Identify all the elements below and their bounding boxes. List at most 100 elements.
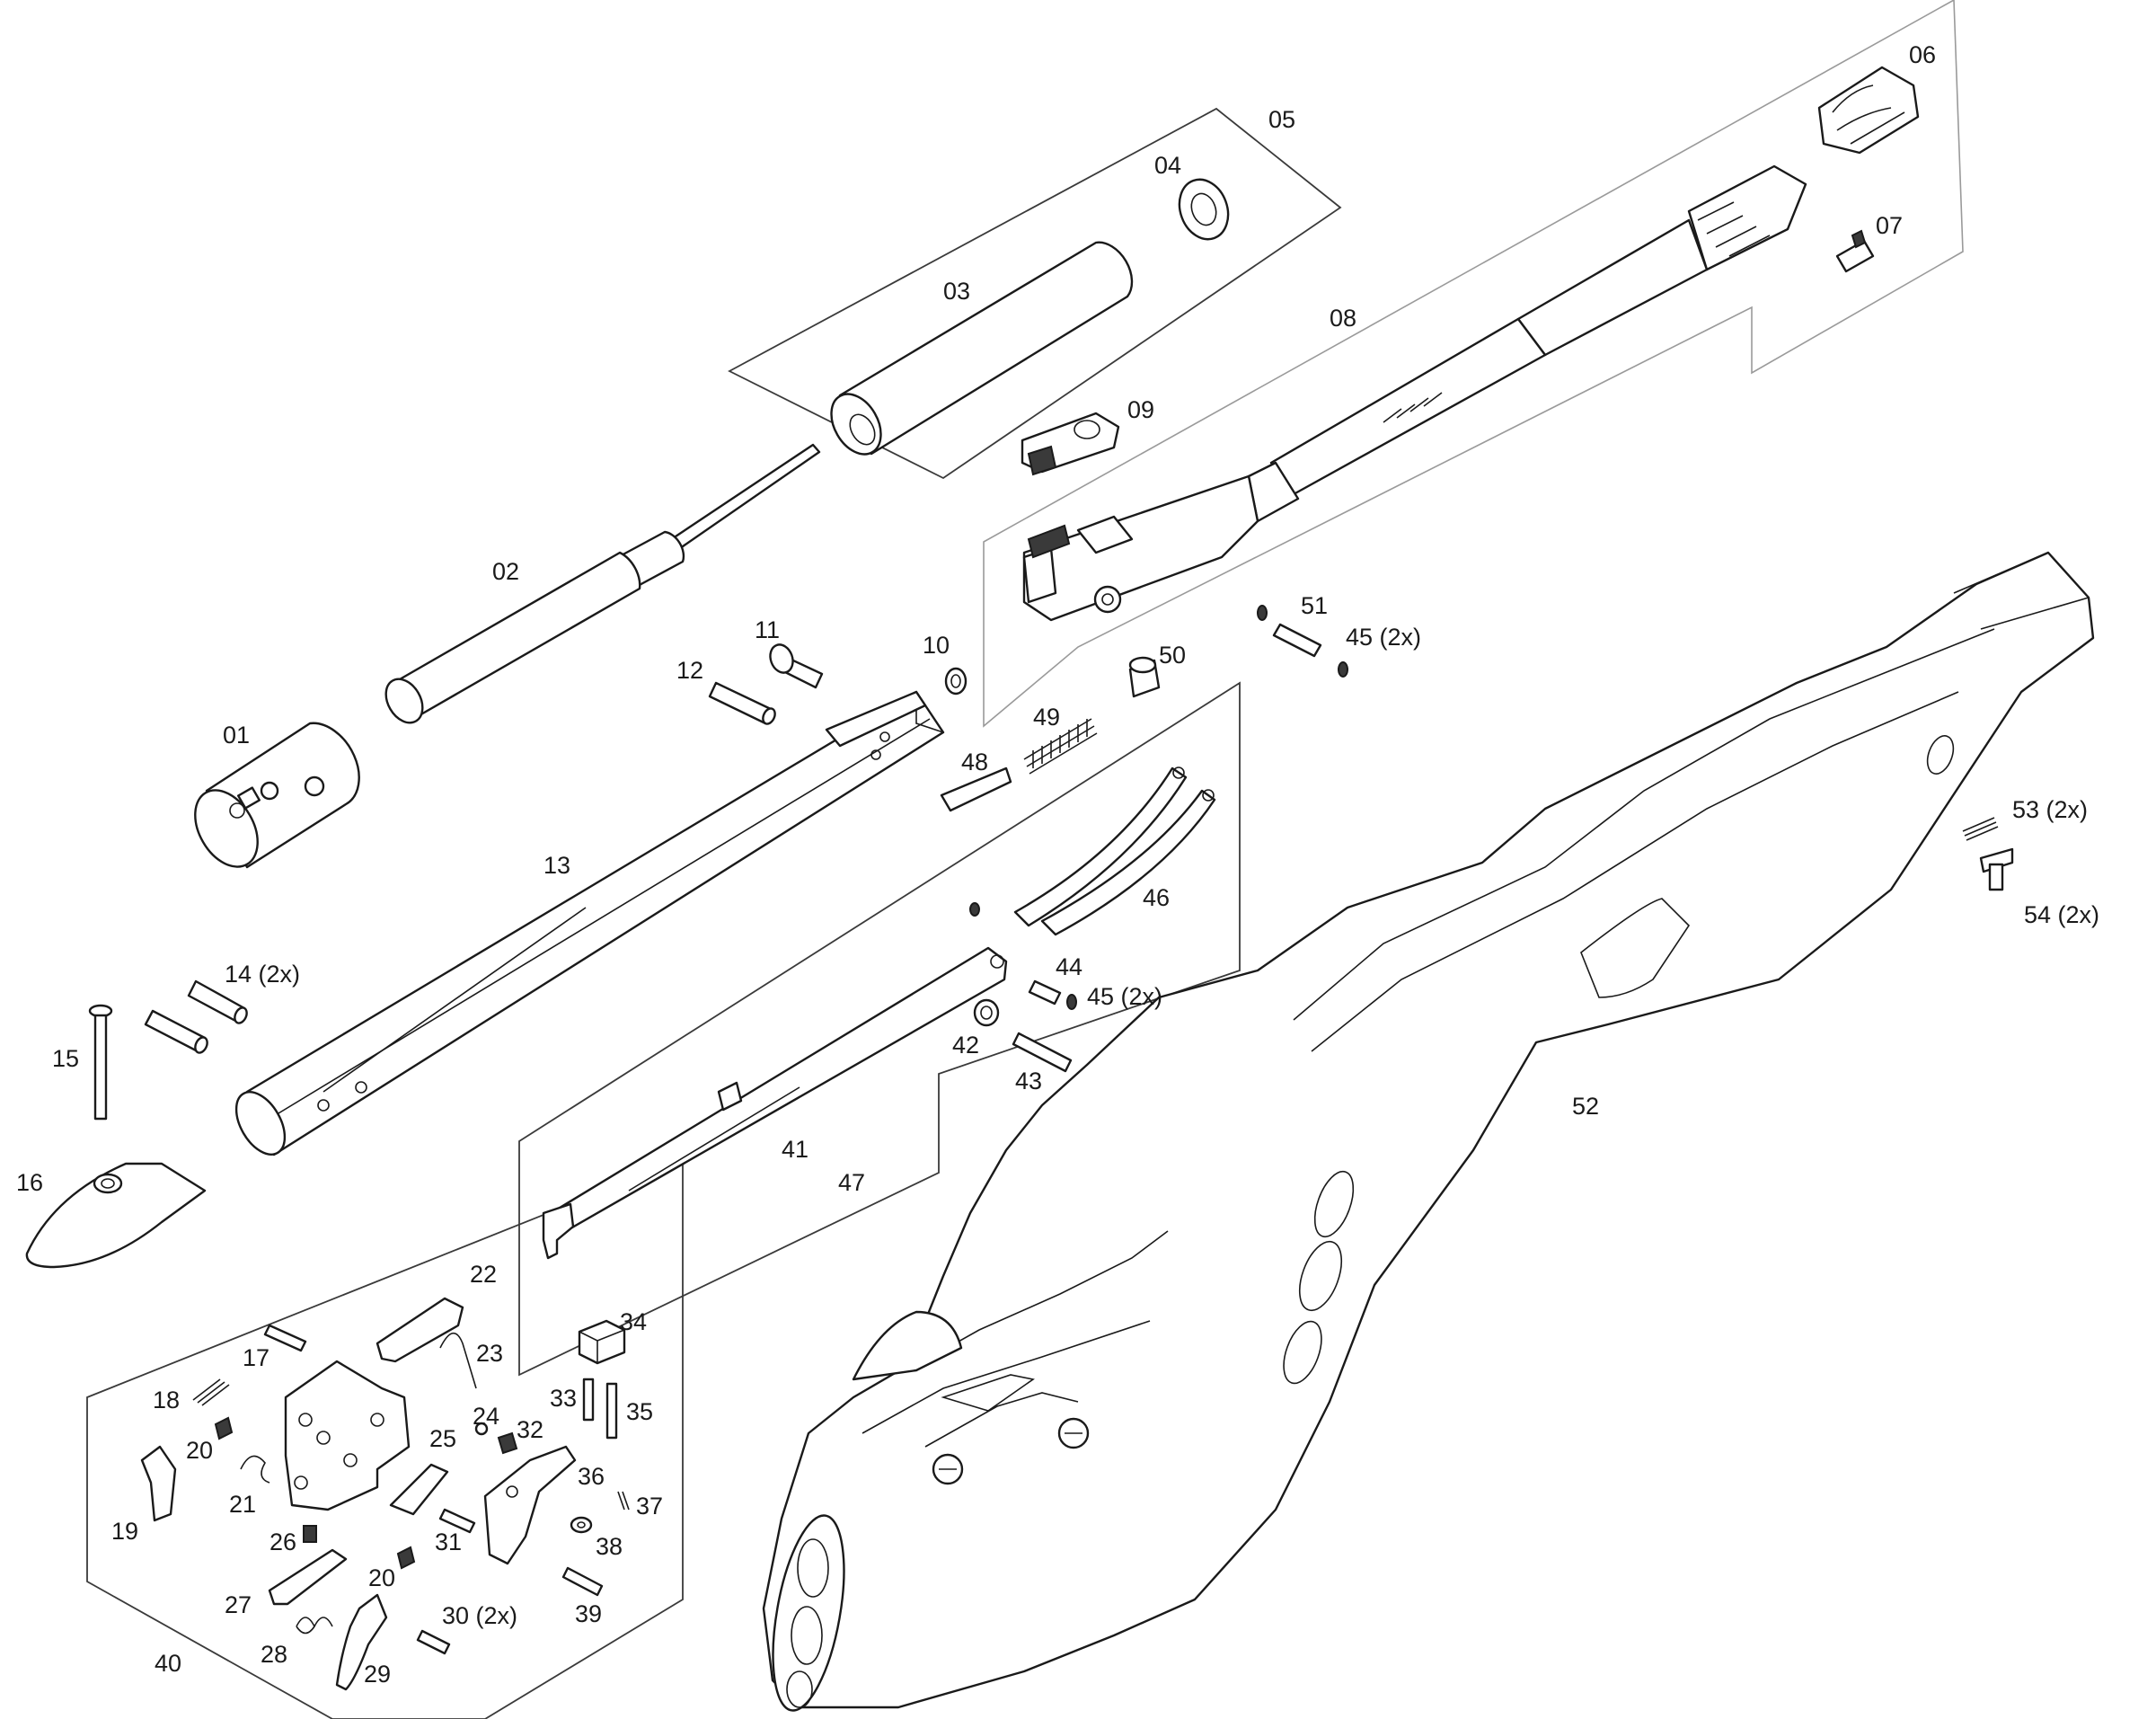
part-02-piston <box>384 443 821 724</box>
label-30: 30 (2x) <box>442 1602 517 1629</box>
part-36-sear <box>483 1445 577 1565</box>
part-25-lever <box>389 1463 449 1516</box>
part-15-screw <box>88 1004 113 1121</box>
label-04: 04 <box>1154 152 1181 179</box>
part-01-end-cap <box>194 722 360 869</box>
label-14: 14 (2x) <box>225 961 300 988</box>
label-26: 26 <box>270 1528 296 1555</box>
part-41-cocking-lever <box>542 946 1008 1260</box>
part-49-spring <box>1023 718 1098 775</box>
label-16: 16 <box>16 1169 43 1196</box>
label-28: 28 <box>261 1641 287 1668</box>
label-06: 06 <box>1909 41 1936 68</box>
label-02: 02 <box>492 558 519 585</box>
part-27-blade <box>268 1548 348 1606</box>
label-05: 05 <box>1268 106 1295 133</box>
label-52: 52 <box>1572 1093 1599 1120</box>
label-47: 47 <box>838 1169 865 1196</box>
part-14-pins <box>144 979 248 1054</box>
part-37-spring <box>617 1491 630 1511</box>
label-19: 19 <box>111 1518 138 1545</box>
part-46-clip <box>969 902 980 917</box>
part-21-spring-clip <box>240 1455 270 1484</box>
label-29: 29 <box>364 1661 391 1688</box>
label-25: 25 <box>429 1425 456 1452</box>
part-38-washer <box>570 1516 593 1534</box>
label-18: 18 <box>153 1387 180 1413</box>
part-28-spring <box>296 1617 333 1635</box>
part-26-spring <box>303 1525 317 1543</box>
part-30-pins <box>416 1629 451 1655</box>
part-52-stock <box>762 551 2095 1712</box>
part-11-bolt <box>769 643 824 689</box>
part-17-pin <box>263 1324 307 1352</box>
part-03-cylinder <box>830 241 1134 456</box>
part-08-barrel <box>1022 164 1807 622</box>
part-13-compression-tube <box>234 690 945 1156</box>
label-20b: 20 <box>368 1564 395 1591</box>
label-45b: 45 (2x) <box>1346 624 1421 651</box>
label-41: 41 <box>782 1136 808 1163</box>
label-03: 03 <box>943 278 970 305</box>
part-32-spring <box>497 1431 518 1455</box>
label-33: 33 <box>550 1385 577 1412</box>
label-07: 07 <box>1876 212 1903 239</box>
part-29-trigger <box>335 1593 388 1691</box>
label-54: 54 (2x) <box>2024 901 2099 928</box>
part-45-clip-b <box>1338 661 1348 678</box>
part-54-screw <box>1979 847 2014 891</box>
label-13: 13 <box>543 852 570 879</box>
part-20-spring-b <box>396 1546 416 1570</box>
label-42: 42 <box>952 1032 979 1059</box>
part-50-plug <box>1128 656 1161 698</box>
label-09: 09 <box>1127 396 1154 423</box>
part-42-washer <box>973 998 1000 1027</box>
label-53: 53 (2x) <box>2012 796 2088 823</box>
group-frame-08 <box>983 0 1964 728</box>
part-35-pin <box>605 1382 618 1440</box>
part-43-pin <box>1012 1032 1073 1073</box>
label-15: 15 <box>52 1045 79 1072</box>
part-24-ball <box>474 1422 489 1436</box>
label-21: 21 <box>229 1491 256 1518</box>
part-45-clip-a <box>1066 994 1077 1010</box>
label-22: 22 <box>470 1261 497 1288</box>
group-frame-47 <box>518 681 1241 1377</box>
label-50: 50 <box>1159 642 1186 669</box>
part-06-muzzle-brake <box>1817 66 1920 155</box>
label-12: 12 <box>676 657 703 684</box>
part-07-front-sight <box>1835 229 1875 273</box>
part-51-pin <box>1257 605 1322 658</box>
label-23: 23 <box>476 1340 503 1367</box>
part-16-rear-cap <box>25 1162 207 1269</box>
label-44: 44 <box>1056 953 1082 980</box>
label-38: 38 <box>596 1533 623 1560</box>
part-46-cocking-links <box>1013 766 1216 936</box>
label-01: 01 <box>223 722 250 749</box>
part-48-slide <box>940 766 1012 812</box>
part-20-spring-a <box>214 1416 234 1440</box>
part-53-spring <box>1962 817 1999 841</box>
label-51: 51 <box>1301 592 1328 619</box>
part-18-spring <box>192 1378 230 1406</box>
part-31-pin <box>438 1508 476 1534</box>
part-10-washer <box>944 667 968 696</box>
label-10: 10 <box>923 632 950 659</box>
label-11: 11 <box>755 616 780 643</box>
label-08: 08 <box>1330 305 1356 332</box>
part-22-sear <box>376 1297 464 1363</box>
label-40: 40 <box>155 1650 181 1677</box>
label-49: 49 <box>1033 704 1060 731</box>
label-24: 24 <box>473 1403 499 1430</box>
part-34-block <box>578 1319 626 1365</box>
label-27: 27 <box>225 1591 252 1618</box>
label-32: 32 <box>517 1416 543 1443</box>
part-44-pin <box>1028 979 1062 1006</box>
label-45a: 45 (2x) <box>1087 983 1162 1010</box>
label-43: 43 <box>1015 1068 1042 1094</box>
part-33-pin <box>582 1378 595 1422</box>
label-35: 35 <box>626 1398 653 1425</box>
part-19-safety <box>140 1445 177 1522</box>
label-20a: 20 <box>186 1437 213 1464</box>
